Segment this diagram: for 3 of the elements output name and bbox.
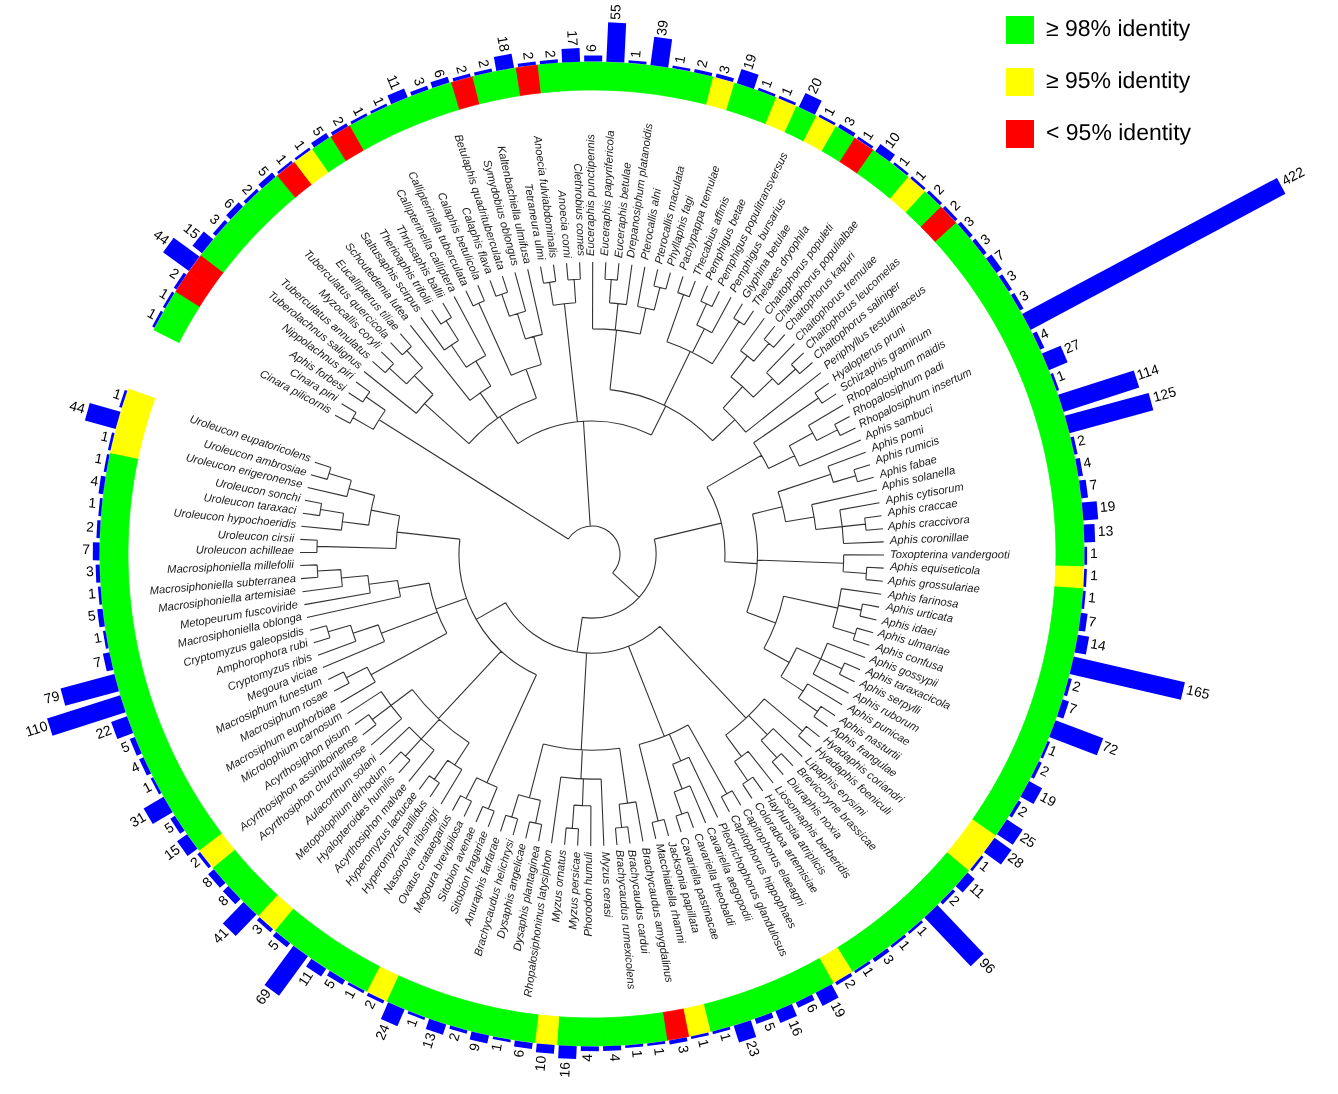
legend-label: ≥ 98% identity [1046, 16, 1191, 44]
legend-label: < 95% identity [1046, 120, 1192, 148]
legend-label: ≥ 95% identity [1046, 68, 1191, 96]
